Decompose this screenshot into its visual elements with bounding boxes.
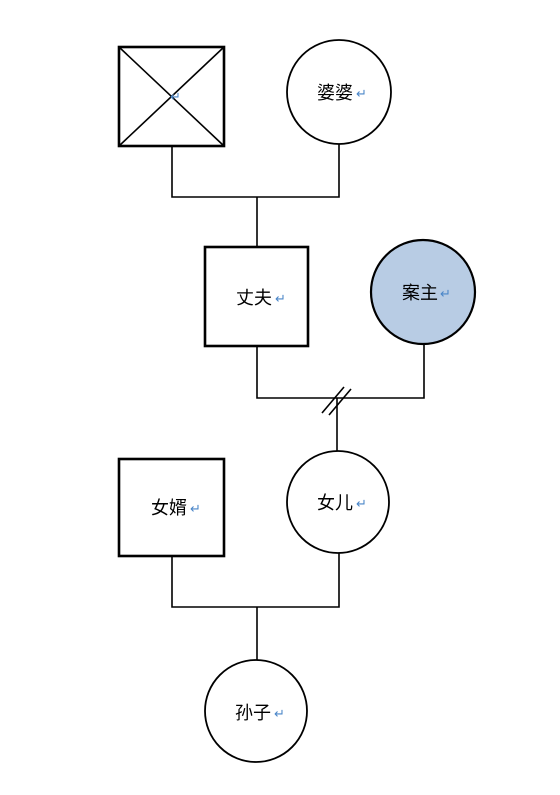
node-husband: 丈夫 ↵: [203, 245, 310, 348]
marriage-line-grandparents: [171, 144, 340, 198]
female-circle: [286, 39, 392, 145]
female-circle: [286, 450, 390, 554]
marriage-line-son-in-law-daughter: [171, 553, 340, 608]
proband-label: 案主: [402, 283, 438, 304]
deceased-cross-2: [118, 46, 225, 147]
return-mark-icon: ↵: [440, 287, 451, 302]
son-in-law-label: 女婿: [151, 498, 187, 519]
node-proband: 案主 ↵: [369, 238, 477, 346]
proband-circle: [369, 238, 477, 346]
daughter-label: 女儿: [317, 493, 353, 514]
node-son-in-law: 女婿 ↵: [117, 457, 226, 558]
node-grandchild: 孙子 ↵: [204, 659, 308, 763]
return-mark-icon: ↵: [274, 707, 285, 722]
divorce-slash-1: [321, 386, 345, 414]
return-mark-icon: ↵: [356, 497, 367, 512]
divorce-slash-2: [328, 388, 352, 416]
return-mark-icon: ↵: [275, 292, 286, 307]
node-daughter: 女儿 ↵: [286, 450, 390, 554]
return-mark-icon: ↵: [170, 90, 181, 105]
grandchild-circle: [204, 659, 308, 763]
connector-lines: [171, 144, 425, 660]
grandmother-label: 婆婆: [317, 83, 353, 104]
grandchild-label: 孙子: [235, 703, 271, 724]
male-square: [117, 457, 226, 558]
male-square: [203, 245, 310, 348]
node-grandfather: ↵: [117, 45, 226, 148]
marriage-line-husband-proband: [256, 345, 425, 399]
return-mark-icon: ↵: [356, 87, 367, 102]
node-grandmother: 婆婆 ↵: [286, 39, 392, 145]
return-mark-icon: ↵: [190, 502, 201, 517]
husband-label: 丈夫: [236, 288, 272, 309]
